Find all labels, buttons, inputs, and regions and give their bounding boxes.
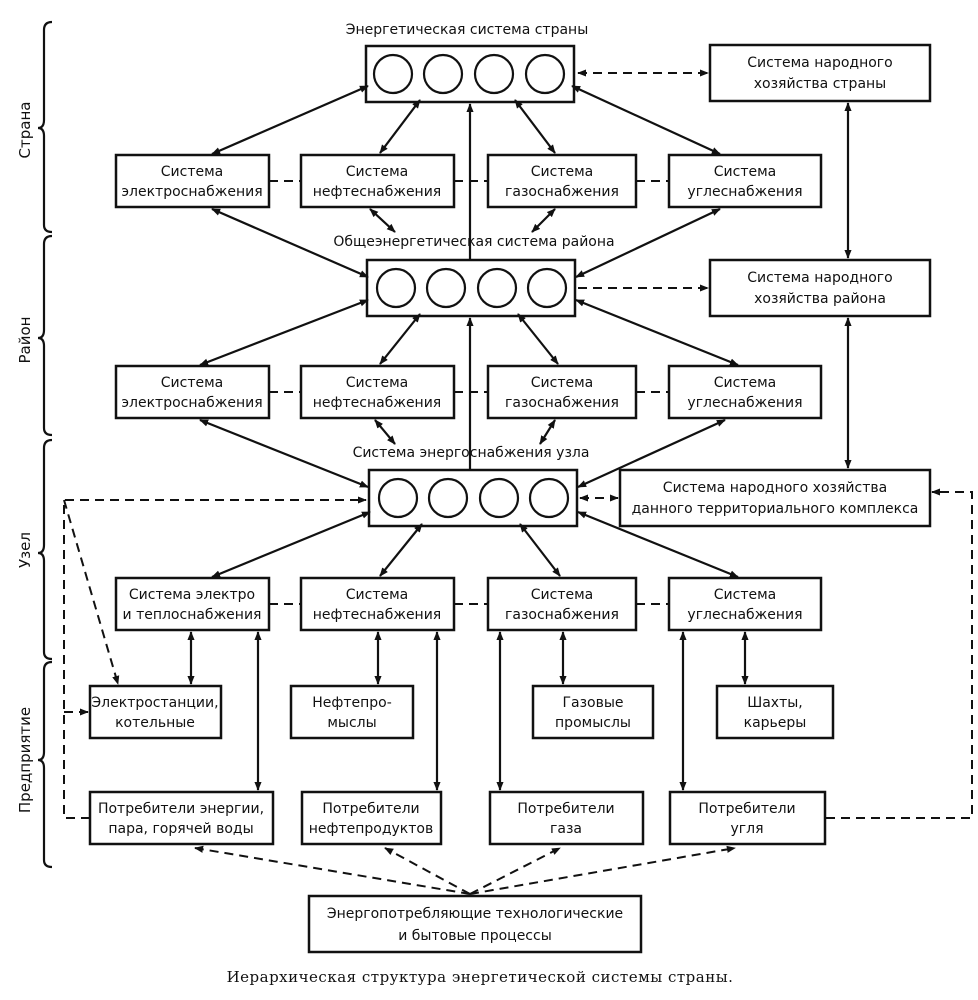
row1-gas-box: Система газоснабжения [486, 153, 638, 209]
svg-text:Система народного: Система народного [747, 55, 892, 71]
svg-text:Потребители: Потребители [322, 801, 419, 817]
svg-text:хозяйства района: хозяйства района [754, 291, 886, 307]
row2-gas-box: Система газоснабжения [486, 364, 638, 420]
svg-text:Система: Система [161, 375, 223, 391]
hub-title-region: Общеэнергетическая система района [333, 234, 614, 250]
hub-title-country: Энергетическая система страны [346, 22, 589, 38]
svg-text:Нефтепро-: Нефтепро- [312, 695, 392, 711]
svg-text:Шахты,: Шахты, [747, 695, 803, 711]
hub-country [364, 44, 576, 104]
svg-text:углеснабжения: углеснабжения [687, 184, 802, 200]
svg-text:углеснабжения: углеснабжения [687, 607, 802, 623]
svg-text:угля: угля [730, 821, 763, 837]
svg-text:электроснабжения: электроснабжения [121, 184, 262, 200]
consumer-energy-box: Потребители энергии, пара, горячей воды [88, 790, 275, 846]
row3-oil-box: Система нефтеснабжения [299, 576, 456, 632]
level-label-enterprise: Предприятие [16, 707, 34, 813]
svg-text:Газовые: Газовые [562, 695, 623, 711]
svg-text:Система: Система [531, 375, 593, 391]
row1-oil-box: Система нефтеснабжения [299, 153, 456, 209]
svg-text:пара, горячей воды: пара, горячей воды [108, 821, 253, 837]
svg-text:Система: Система [161, 164, 223, 180]
svg-text:Система электро: Система электро [129, 587, 255, 603]
svg-text:и теплоснабжения: и теплоснабжения [123, 607, 262, 623]
svg-text:и бытовые процессы: и бытовые процессы [398, 928, 552, 944]
svg-text:Система: Система [714, 587, 776, 603]
svg-text:Энергопотребляющие технологиче: Энергопотребляющие технологические [327, 906, 623, 922]
economy-country-box: Система народного хозяйства страны [708, 43, 932, 103]
row2-oil-box: Система нефтеснабжения [299, 364, 456, 420]
hub-node [367, 468, 579, 528]
svg-text:Система: Система [531, 164, 593, 180]
svg-text:Система: Система [346, 587, 408, 603]
svg-text:Система народного: Система народного [747, 270, 892, 286]
source-mines-box: Шахты, карьеры [715, 684, 835, 740]
svg-text:Потребители: Потребители [517, 801, 614, 817]
svg-text:мыслы: мыслы [327, 715, 376, 731]
svg-text:данного территориального компл: данного территориального комплекса [632, 501, 919, 517]
svg-text:газа: газа [550, 821, 582, 837]
hub-region [365, 258, 577, 318]
svg-text:газоснабжения: газоснабжения [505, 184, 619, 200]
row1-coal-box: Система углеснабжения [667, 153, 823, 209]
svg-text:нефтеснабжения: нефтеснабжения [313, 184, 441, 200]
consumer-oil-products-box: Потребители нефтепродуктов [300, 790, 443, 846]
svg-text:нефтепродуктов: нефтепродуктов [309, 821, 434, 837]
svg-text:котельные: котельные [115, 715, 195, 731]
svg-text:Потребители энергии,: Потребители энергии, [98, 801, 264, 817]
source-power-plants-box: Электростанции, котельные [88, 684, 223, 740]
row2-electricity-box: Система электроснабжения [114, 364, 271, 420]
svg-text:карьеры: карьеры [744, 715, 807, 731]
dashed-connectors [63, 69, 973, 895]
svg-text:Потребители: Потребители [698, 801, 795, 817]
source-oil-fields-box: Нефтепро- мыслы [289, 684, 415, 740]
svg-text:Система народного хозяйства: Система народного хозяйства [663, 480, 887, 496]
source-gas-fields-box: Газовые промыслы [531, 684, 655, 740]
level-label-country: Страна [16, 102, 34, 159]
row2-coal-box: Система углеснабжения [667, 364, 823, 420]
svg-text:Электростанции,: Электростанции, [91, 695, 218, 711]
row3-coal-box: Система углеснабжения [667, 576, 823, 632]
caption: Иерархическая структура энергетической с… [227, 968, 734, 986]
svg-text:Система: Система [714, 375, 776, 391]
svg-text:газоснабжения: газоснабжения [505, 607, 619, 623]
row3-gas-box: Система газоснабжения [486, 576, 638, 632]
consumer-coal-box: Потребители угля [668, 790, 827, 846]
svg-text:электроснабжения: электроснабжения [121, 395, 262, 411]
svg-text:углеснабжения: углеснабжения [687, 395, 802, 411]
level-braces: Страна Район Узел Предприятие [16, 20, 53, 869]
solid-connectors [187, 84, 852, 791]
level-label-region: Район [16, 317, 34, 364]
svg-text:нефтеснабжения: нефтеснабжения [313, 395, 441, 411]
processes-box: Энергопотребляющие технологические и быт… [307, 894, 643, 954]
row1-electricity-box: Система электроснабжения [114, 153, 271, 209]
row3-electricity-heat-box: Система электро и теплоснабжения [114, 576, 271, 632]
economy-node-box: Система народного хозяйства данного терр… [618, 468, 932, 528]
svg-text:газоснабжения: газоснабжения [505, 395, 619, 411]
svg-text:Система: Система [714, 164, 776, 180]
level-label-node: Узел [16, 532, 34, 568]
svg-text:нефтеснабжения: нефтеснабжения [313, 607, 441, 623]
svg-text:Система: Система [346, 375, 408, 391]
consumer-gas-box: Потребители газа [488, 790, 645, 846]
svg-text:хозяйства страны: хозяйства страны [754, 76, 886, 92]
economy-region-box: Система народного хозяйства района [708, 258, 932, 318]
svg-text:Система: Система [531, 587, 593, 603]
svg-text:Система: Система [346, 164, 408, 180]
svg-text:промыслы: промыслы [555, 715, 631, 731]
